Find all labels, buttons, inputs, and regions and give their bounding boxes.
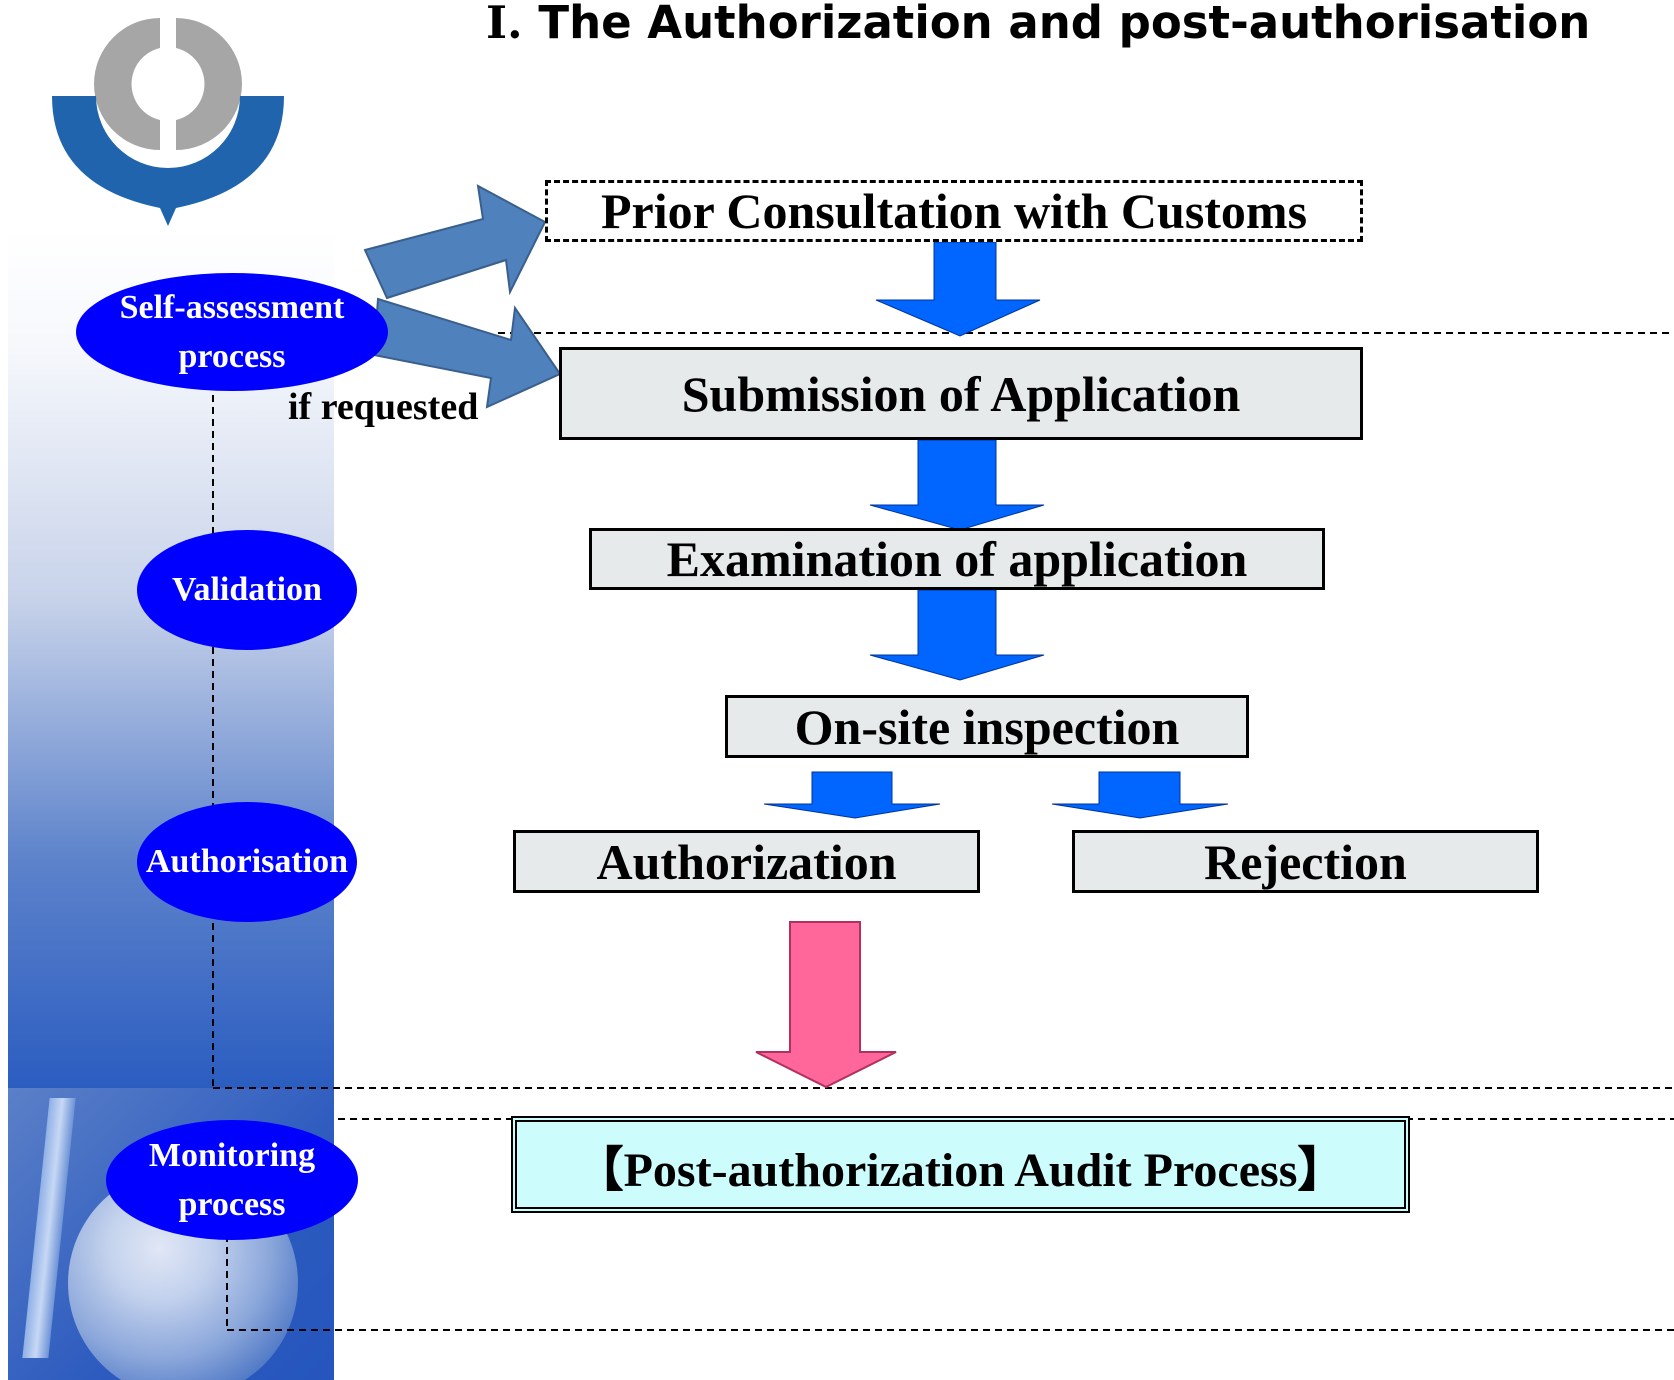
onsite-inspection-label: On-site inspection bbox=[794, 698, 1180, 755]
rejection-label: Rejection bbox=[1204, 833, 1407, 890]
phase-authorisation-label: Authorisation bbox=[145, 843, 349, 881]
onsite-inspection-box: On-site inspection bbox=[725, 695, 1249, 758]
side-arrow-to-submission bbox=[372, 297, 562, 409]
logo-ring-left bbox=[94, 18, 160, 150]
page-title: I. The Authorization and post-authorisat… bbox=[486, 0, 1590, 52]
title-numeral: I. bbox=[486, 0, 523, 49]
flow-arrow-rejection bbox=[1051, 771, 1229, 819]
phase-authorisation: Authorisation bbox=[137, 802, 357, 922]
if-requested-label: if requested bbox=[288, 386, 479, 428]
title-text: The Authorization and post-authorisation bbox=[538, 0, 1591, 49]
side-arrow-to-prior-consultation bbox=[363, 184, 547, 300]
phase-validation-label: Validation bbox=[172, 571, 322, 609]
wco-logo bbox=[52, 18, 284, 226]
submission-label: Submission of Application bbox=[681, 365, 1241, 422]
flow-arrow-authorization bbox=[763, 771, 941, 819]
phase-monitoring: Monitoring process bbox=[106, 1120, 358, 1240]
phase-self-assessment-line2: process bbox=[178, 338, 286, 375]
post-authorization-audit-box: 【Post-authorization Audit Process】 bbox=[511, 1116, 1410, 1213]
submission-box: Submission of Application bbox=[559, 347, 1363, 440]
prior-consultation-label: Prior Consultation with Customs bbox=[600, 183, 1308, 239]
flow-arrow-1 bbox=[875, 241, 1041, 337]
post-authorization-audit-label: 【Post-authorization Audit Process】 bbox=[575, 1143, 1346, 1197]
flow-arrow-2 bbox=[869, 439, 1045, 531]
examination-label: Examination of application bbox=[666, 531, 1248, 587]
phase-validation: Validation bbox=[137, 530, 357, 650]
phase-monitoring-line2: process bbox=[178, 1186, 286, 1223]
post-authorization-arrow bbox=[755, 921, 897, 1089]
phase-self-assessment: Self-assessment process bbox=[76, 273, 388, 391]
authorization-label: Authorization bbox=[596, 833, 897, 890]
prior-consultation-box: Prior Consultation with Customs bbox=[545, 180, 1363, 242]
phase-monitoring-line1: Monitoring bbox=[148, 1136, 316, 1174]
flow-arrow-3 bbox=[869, 589, 1045, 681]
examination-box: Examination of application bbox=[589, 528, 1325, 590]
rejection-box: Rejection bbox=[1072, 830, 1539, 893]
logo-ring-right bbox=[176, 18, 242, 150]
logo-bowl bbox=[52, 96, 284, 226]
authorization-box: Authorization bbox=[513, 830, 980, 893]
phase-self-assessment-line1: Self-assessment bbox=[119, 288, 345, 326]
